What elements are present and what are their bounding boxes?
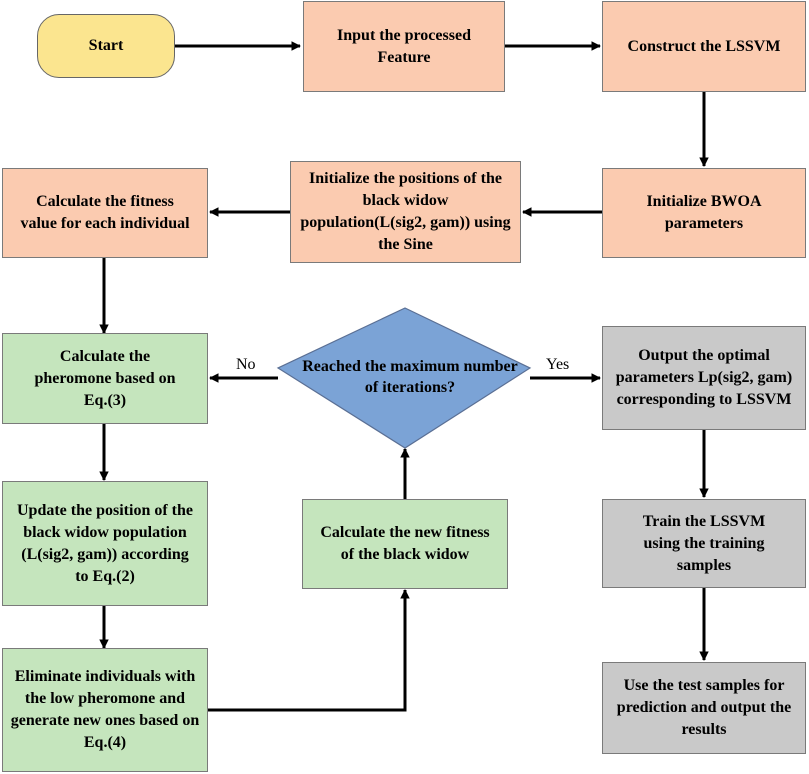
train-lssvm-box: Train the LSSVM using the training sampl… [602, 499, 806, 588]
start-node: Start [37, 14, 175, 78]
calc-pheromone-label: Calculate the pheromone based on Eq.(3) [34, 347, 176, 409]
init-positions-box: Initialize the positions of the black wi… [290, 161, 521, 263]
update-position-label: Update the position of the black widow p… [16, 501, 193, 585]
train-lssvm-label: Train the LSSVM using the training sampl… [642, 512, 766, 574]
init-bwoa-label: Initialize BWOA parameters [646, 193, 762, 232]
init-bwoa-box: Initialize BWOA parameters [602, 168, 806, 258]
update-position-box: Update the position of the black widow p… [2, 481, 208, 606]
construct-lssvm-box: Construct the LSSVM [602, 1, 806, 92]
output-optimal-label: Output the optimal parameters Lp(sig2, g… [615, 347, 793, 408]
calc-fitness-box: Calculate the fitness value for each ind… [2, 168, 208, 258]
no-edge-label: No [236, 356, 256, 373]
use-test-box: Use the test samples for prediction and … [602, 662, 806, 754]
eliminate-label: Eliminate individuals with the low phero… [10, 668, 200, 751]
output-optimal-box: Output the optimal parameters Lp(sig2, g… [602, 326, 806, 430]
calc-pheromone-box: Calculate the pheromone based on Eq.(3) [2, 333, 208, 424]
calc-new-fitness-label: Calculate the new fitness of the black w… [320, 524, 490, 563]
start-label: Start [88, 37, 124, 54]
arrow-eliminate-to-new-fitness [208, 589, 410, 712]
calc-fitness-label: Calculate the fitness value for each ind… [20, 193, 190, 232]
decision-diamond [276, 307, 532, 449]
calc-new-fitness-box: Calculate the new fitness of the black w… [302, 499, 508, 589]
decision-label: Reached the maximum number of iterations… [302, 358, 518, 396]
construct-lssvm-label: Construct the LSSVM [627, 37, 781, 55]
yes-edge-label: Yes [546, 356, 570, 373]
eliminate-box: Eliminate individuals with the low phero… [2, 648, 208, 772]
input-feature-box: Input the processed Feature [303, 1, 505, 92]
use-test-label: Use the test samples for prediction and … [616, 677, 792, 738]
init-positions-label: Initialize the positions of the black wi… [300, 170, 511, 253]
input-feature-label: Input the processed Feature [337, 26, 471, 66]
